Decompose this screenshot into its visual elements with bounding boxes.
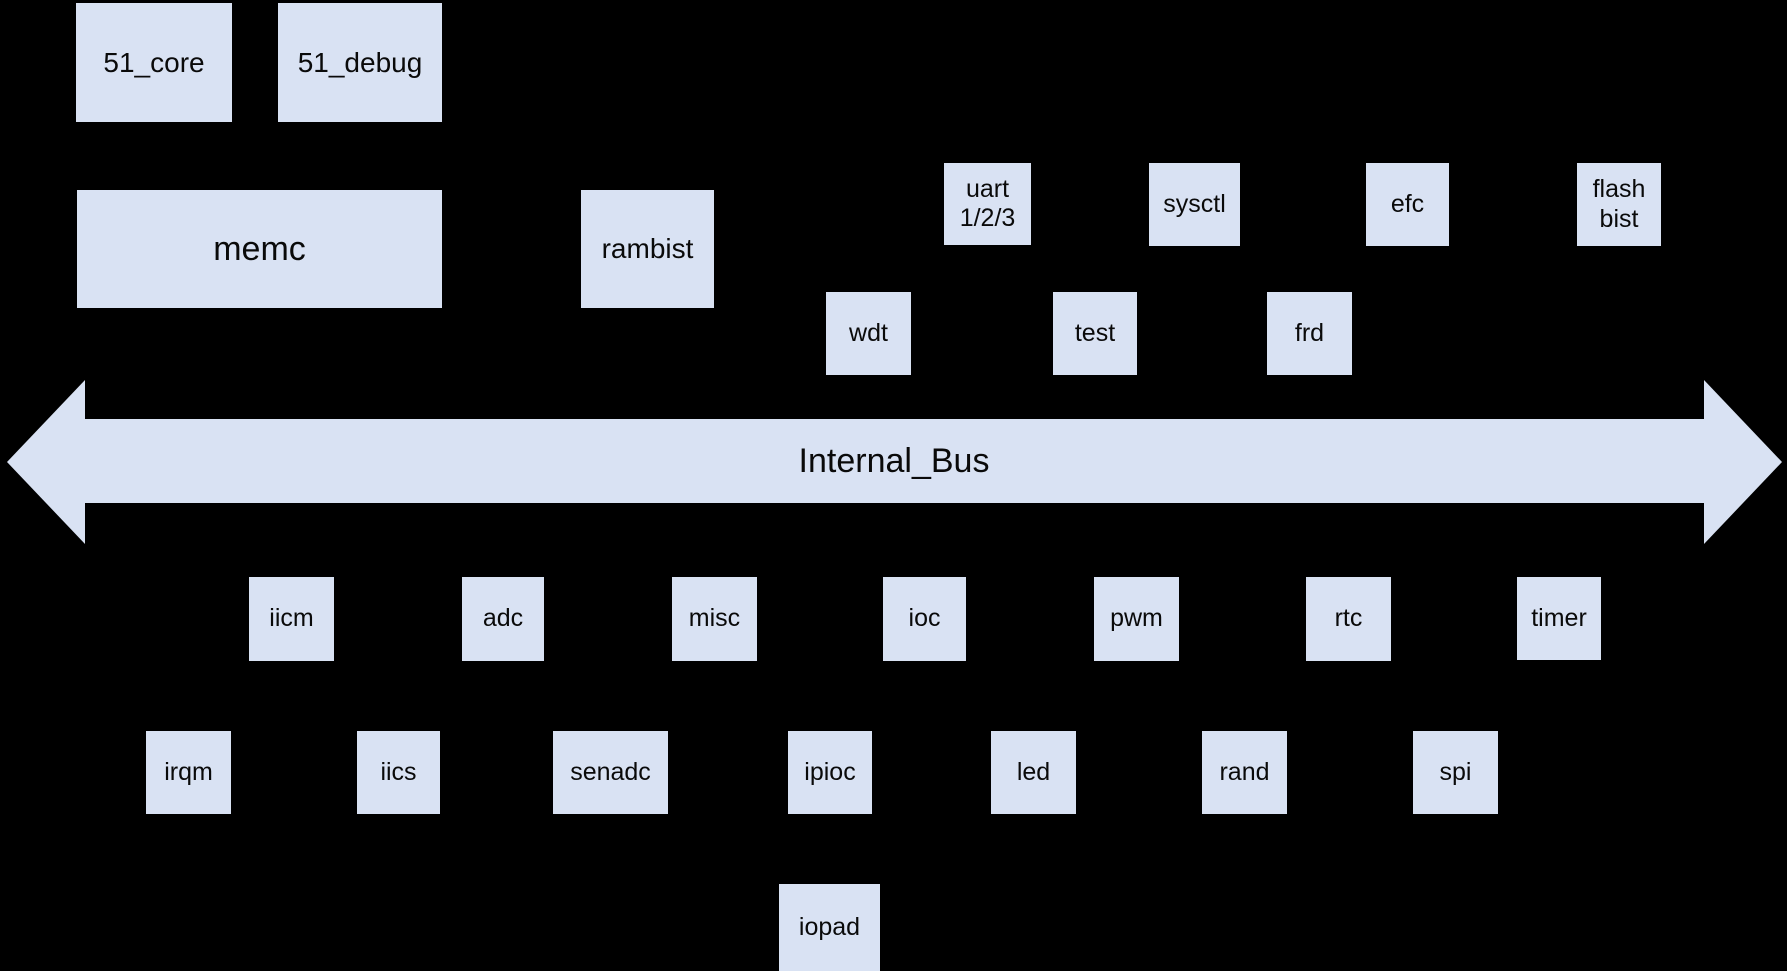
block-memc: memc [77, 190, 442, 308]
bus-shaft: Internal_Bus [84, 419, 1704, 503]
block-irqm: irqm [146, 731, 231, 814]
block-rtc: rtc [1306, 577, 1391, 661]
block-frd: frd [1267, 292, 1352, 375]
bus-arrowhead-right [1704, 380, 1782, 544]
block-iopad: iopad [779, 884, 880, 971]
block-ipioc: ipioc [788, 731, 872, 814]
block-ioc: ioc [883, 577, 966, 661]
bus-label: Internal_Bus [798, 441, 990, 480]
block-wdt: wdt [826, 292, 911, 375]
block-51-core: 51_core [76, 3, 232, 122]
block-senadc: senadc [553, 731, 668, 814]
block-adc: adc [462, 577, 544, 661]
block-timer: timer [1517, 577, 1601, 660]
block-rambist: rambist [581, 190, 714, 308]
bus-arrowhead-left [7, 380, 85, 544]
block-efc: efc [1366, 163, 1449, 246]
block-iicm: iicm [249, 577, 334, 661]
block-pwm: pwm [1094, 577, 1179, 661]
block-51-debug: 51_debug [278, 3, 442, 122]
block-spi: spi [1413, 731, 1498, 814]
block-rand: rand [1202, 731, 1287, 814]
block-misc: misc [672, 577, 757, 661]
block-flash-bist: flash bist [1577, 163, 1661, 246]
block-test: test [1053, 292, 1137, 375]
block-led: led [991, 731, 1076, 814]
block-uart-123: uart 1/2/3 [944, 163, 1031, 245]
block-iics: iics [357, 731, 440, 814]
block-sysctl: sysctl [1149, 163, 1240, 246]
